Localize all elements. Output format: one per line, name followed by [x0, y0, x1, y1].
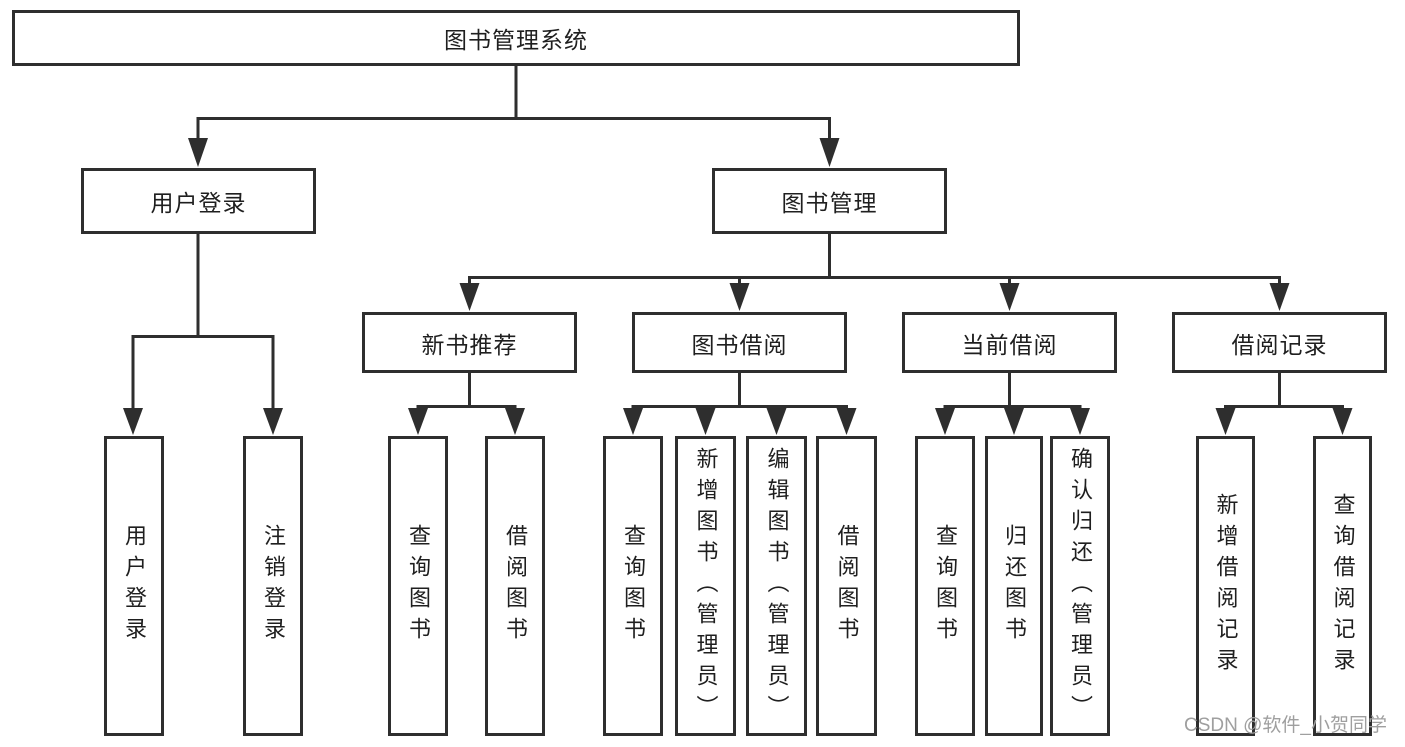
arrowhead [263, 408, 283, 435]
leaf-add-books-admin: 新增图书（管理员） [675, 436, 736, 736]
arrowhead [819, 138, 840, 167]
arrowhead [1004, 408, 1024, 435]
node-book-management: 图书管理 [712, 168, 947, 234]
leaf-user-login: 用户登录 [104, 436, 164, 736]
arrowhead [766, 408, 787, 435]
arrowhead [695, 408, 716, 435]
leaf-confirm-return-admin: 确认归还（管理员） [1050, 436, 1110, 736]
leaf-return-books: 归还图书 [985, 436, 1043, 736]
arrowhead [836, 408, 857, 435]
leaf-edit-books-admin: 编辑图书（管理员） [746, 436, 807, 736]
arrowhead [408, 408, 428, 435]
leaf-query-borrow-record: 查询借阅记录 [1313, 436, 1372, 736]
leaf-query-books-borrow: 查询图书 [603, 436, 663, 736]
edge-recommend-group [416, 373, 517, 412]
edge-records-group [1224, 373, 1344, 412]
arrowhead [188, 138, 208, 167]
arrowhead [505, 408, 525, 435]
node-system-root: 图书管理系统 [12, 10, 1020, 66]
node-borrowing-records: 借阅记录 [1172, 312, 1387, 373]
arrowhead [1070, 408, 1090, 435]
leaf-borrow-books-recommend: 借阅图书 [485, 436, 545, 736]
arrowhead [1269, 283, 1290, 311]
edge-management-group [468, 233, 1281, 286]
arrowhead [123, 408, 143, 435]
leaf-logout: 注销登录 [243, 436, 303, 736]
arrowhead [623, 408, 643, 435]
node-new-book-recommend: 新书推荐 [362, 312, 577, 373]
arrowhead [1332, 408, 1353, 435]
node-book-borrowing: 图书借阅 [632, 312, 847, 373]
node-current-borrowing: 当前借阅 [902, 312, 1117, 373]
edge-login-group [131, 233, 275, 412]
edge-borrow-group [631, 373, 848, 412]
leaf-add-borrow-record: 新增借阅记录 [1196, 436, 1255, 736]
watermark: CSDN @软件_小贺同学 [1184, 715, 1387, 736]
arrowhead [1215, 408, 1236, 435]
arrowhead [729, 283, 750, 311]
arrowhead [999, 283, 1020, 311]
node-user-login: 用户登录 [81, 168, 316, 234]
arrowhead [935, 408, 955, 435]
edge-current-group [943, 373, 1082, 412]
leaf-query-books-recommend: 查询图书 [388, 436, 448, 736]
arrowhead [459, 283, 480, 311]
leaf-borrow-books: 借阅图书 [816, 436, 877, 736]
leaf-query-books-current: 查询图书 [915, 436, 975, 736]
edge-root-stem [196, 65, 831, 142]
